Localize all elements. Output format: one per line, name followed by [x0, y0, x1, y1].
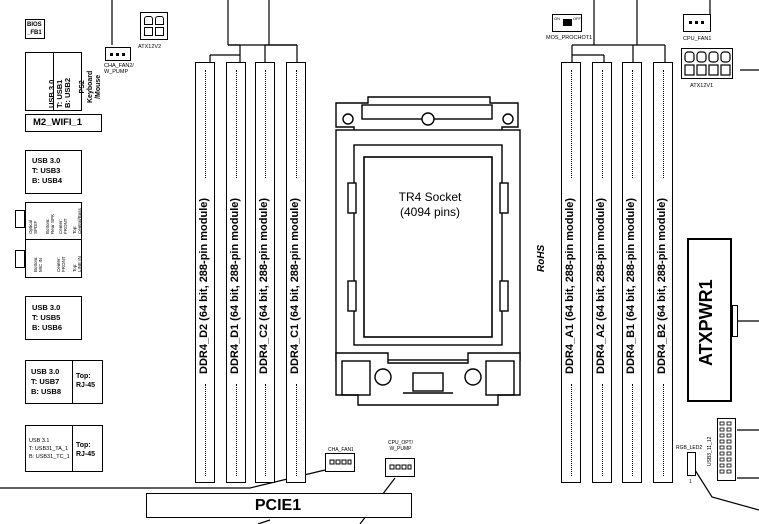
rj45-top-label: Top: RJ-45 [76, 373, 96, 389]
dimm-right-slot-notch-bottom [571, 384, 572, 476]
usb56-block: USB 3.0 T: USB5 B: USB6 [25, 296, 82, 340]
dimm-left-slot-notch-top [296, 70, 297, 178]
dimm-right-slot-label: DDR4_B1 (64 bit, 288-pin module) [625, 197, 637, 374]
rgb-led2-header [687, 452, 696, 476]
dimm-right-slot-label: DDR4_A1 (64 bit, 288-pin module) [564, 197, 576, 374]
dimm-right-slot-notch-top [571, 70, 572, 178]
dimm-right-slot-notch-bottom [663, 384, 664, 476]
usb34-block: USB 3.0 T: USB3 B: USB4 [25, 150, 82, 194]
ps2-label: PS2 Keyboard /Mouse [79, 70, 102, 103]
dimm-left-slot-0 [195, 62, 215, 483]
usb3-11-12-header [717, 418, 736, 481]
usb56-label: USB 3.0 T: USB5 B: USB6 [32, 303, 63, 332]
dimm-right-slot-label: DDR4_A2 (64 bit, 288-pin module) [595, 197, 607, 374]
rj45-bottom-label: Top: RJ-45 [76, 442, 96, 458]
bios-label: BIOS _FB1 [27, 22, 42, 36]
usb31-label: USB 3.1 T: USB31_TA_1 B: USB31_TC_1 [29, 438, 70, 460]
dimm-right-slot-0 [561, 62, 581, 483]
dimm-right-slot-label: DDR4_B2 (64 bit, 288-pin module) [656, 197, 668, 374]
audio-front-label: Center: FRONT [58, 218, 68, 235]
atxpwr1-label: ATXPWR1 [696, 279, 716, 366]
audio-mic-label: Bottom: MIC IN [33, 256, 43, 272]
dimm-left-slot-2 [255, 62, 275, 483]
atx12v2-connector [140, 12, 168, 40]
dimm-left-slot-label: DDR4_D2 (64 bit, 288-pin module) [198, 197, 210, 374]
bios-header: BIOS _FB1 [25, 19, 45, 39]
dimm-left-slot-notch-bottom [296, 384, 297, 476]
dimm-right-slot-notch-top [602, 70, 603, 178]
usb31-rj45-block: USB 3.1 T: USB31_TA_1 B: USB31_TC_1 Top:… [25, 425, 103, 472]
dimm-left-slot-notch-top [265, 70, 266, 178]
dimm-right-slot-notch-top [663, 70, 664, 178]
m2-wifi-slot: M2_WIFI_1 [25, 114, 102, 132]
audio-block [25, 202, 82, 278]
pcie1-slot: PCIE1 [146, 493, 412, 518]
dimm-left-slot-label: DDR4_C1 (64 bit, 288-pin module) [289, 197, 301, 374]
usb12-label: USB 3.0 T: USB1 B: USB2 [47, 77, 72, 108]
audio-optical-label: Optical SPDIF [28, 219, 38, 234]
socket-subtitle: (4094 pins) [399, 205, 461, 219]
pcie1-label: PCIE1 [254, 497, 302, 514]
rgb-led2-label: RGB_LED2 [676, 445, 703, 451]
dimm-right-slot-3 [653, 62, 673, 483]
atx12v2-label: ATX12V2 [138, 44, 162, 50]
usb78-label: USB 3.0 T: USB7 B: USB8 [31, 367, 62, 396]
cha-fan1-label: CHA_FAN1 [328, 447, 354, 453]
dimm-left-slot-notch-top [205, 70, 206, 178]
rgb-pin1-label: 1 [689, 479, 692, 485]
dimm-right-slot-1 [592, 62, 612, 483]
audio-front2-label: Center: FRONT [56, 256, 66, 273]
audio-central-label: Top: Central/Bass [72, 208, 82, 234]
mos-prochot-label: MOS_PROCHOT1 [546, 35, 593, 41]
dimm-right-slot-2 [622, 62, 642, 483]
cpu-fan1-header [683, 14, 711, 32]
cha-fan1-header [325, 453, 355, 472]
dimm-left-slot-3 [286, 62, 306, 483]
atxpwr1-connector [687, 238, 732, 402]
usb3-11-12-label: USB3_11_12 [707, 436, 713, 466]
usb34-label: USB 3.0 T: USB3 B: USB4 [32, 156, 63, 185]
usb-ps2-block [25, 52, 82, 111]
dimm-left-slot-1 [226, 62, 246, 483]
tr4-socket [335, 96, 521, 406]
dimm-right-slot-notch-bottom [632, 384, 633, 476]
cpu-fan1-label: CPU_FAN1 [683, 36, 712, 42]
cha-fan2-header [105, 47, 131, 61]
atx12v1-connector [681, 48, 733, 79]
dimm-left-slot-notch-bottom [265, 384, 266, 476]
dimm-left-slot-notch-bottom [236, 384, 237, 476]
rohs-label: RoHS [536, 244, 547, 272]
dimm-left-slot-label: DDR4_C2 (64 bit, 288-pin module) [258, 197, 270, 374]
usb78-rj45-block: USB 3.0 T: USB7 B: USB8 Top: RJ-45 [25, 360, 103, 404]
dimm-left-slot-label: DDR4_D1 (64 bit, 288-pin module) [229, 197, 241, 374]
audio-linein-label: Top: LINE IN [72, 256, 82, 272]
atxpwr1-latch [732, 305, 738, 337]
cha-fan2-label: CHA_FAN2/ W_PUMP [104, 63, 134, 75]
cpu-opt-header [385, 458, 415, 477]
atx12v1-label: ATX12V1 [690, 83, 714, 89]
socket-title: TR4 Socket [398, 190, 462, 204]
cpu-opt-label: CPU_OPT/ W_PUMP [388, 440, 414, 452]
mos-prochot-switch: ON OFF [552, 14, 582, 32]
audio-rear-label: Bottom: Rear SPK [45, 213, 55, 234]
optical-port-icon [15, 210, 25, 228]
m2-wifi-label: M2_WIFI_1 [33, 117, 83, 128]
dimm-right-slot-notch-top [632, 70, 633, 178]
dimm-left-slot-notch-bottom [205, 384, 206, 476]
audio-jack-icon [15, 250, 25, 268]
dimm-right-slot-notch-bottom [602, 384, 603, 476]
dimm-left-slot-notch-top [236, 70, 237, 178]
